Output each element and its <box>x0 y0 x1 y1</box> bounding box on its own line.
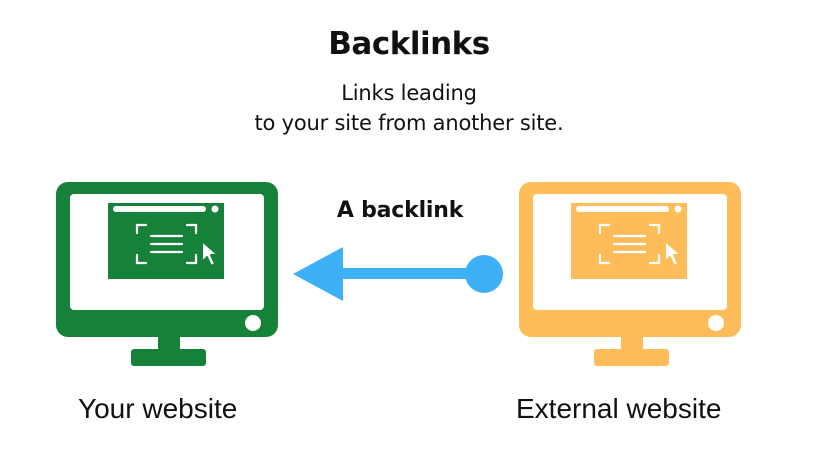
cursor-icon <box>664 240 682 267</box>
backlink-arrow <box>293 247 503 301</box>
browser-window-icon <box>108 203 224 279</box>
diagram-title: Backlinks <box>328 26 490 62</box>
monitor-stand <box>131 349 206 366</box>
subtitle-line-2: to your site from another site. <box>254 111 564 135</box>
arrow-shaft <box>330 268 484 279</box>
your-website-caption: Your website <box>78 393 238 424</box>
subtitle-line-1: Links leading <box>341 81 477 105</box>
monitor-power-button <box>245 315 261 331</box>
monitor-neck <box>158 336 180 350</box>
monitor-power-button <box>708 315 724 331</box>
browser-dot <box>211 205 219 213</box>
browser-window-icon <box>571 203 687 279</box>
arrow-head <box>293 247 343 301</box>
browser-dot <box>674 205 682 213</box>
arrow-origin-dot <box>465 255 503 293</box>
external-website-caption: External website <box>516 393 722 424</box>
browser-window <box>108 203 224 279</box>
external-website-monitor-icon <box>519 182 741 366</box>
browser-tab-bar <box>576 206 669 212</box>
scan-text-icon <box>135 223 198 265</box>
browser-window <box>571 203 687 279</box>
arrow-label: A backlink <box>336 198 464 223</box>
your-website-monitor-icon <box>56 182 278 366</box>
scan-text-icon <box>598 223 661 265</box>
browser-tab-bar <box>113 206 206 212</box>
cursor-icon <box>201 240 219 267</box>
monitor-neck <box>621 336 643 350</box>
diagram-subtitle: Links leading to your site from another … <box>0 78 818 138</box>
monitor-stand <box>594 349 669 366</box>
